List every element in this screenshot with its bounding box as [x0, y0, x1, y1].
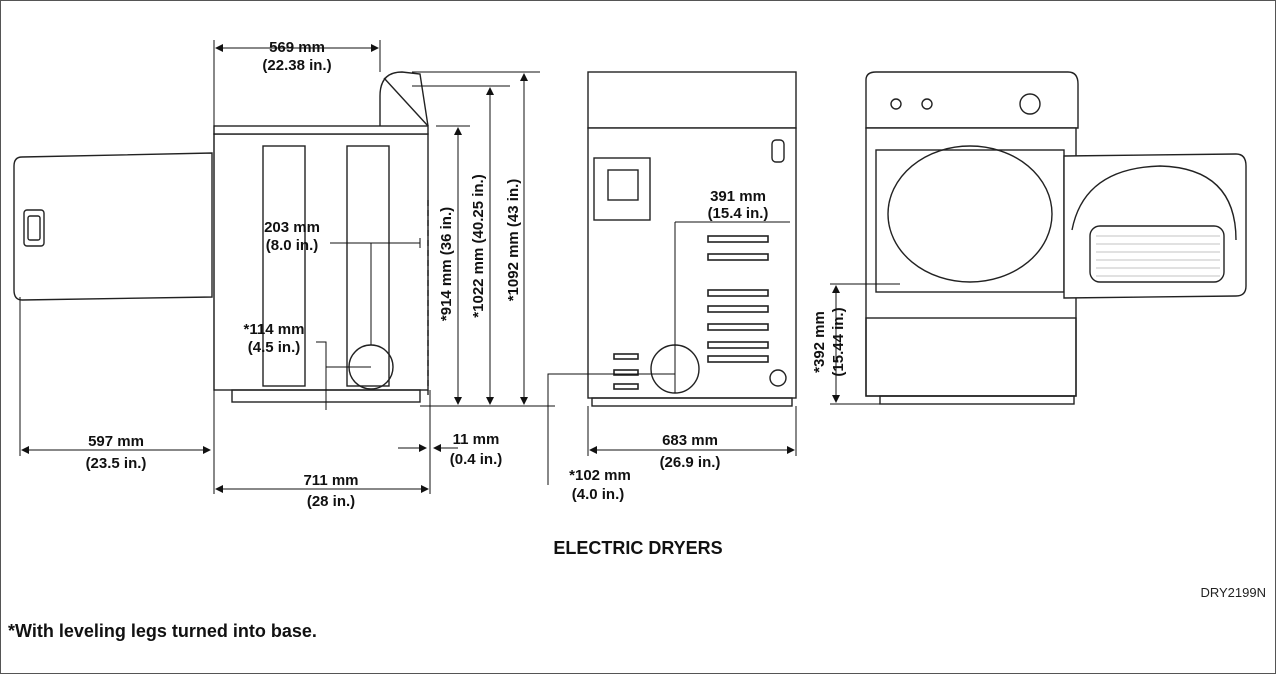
front-view [865, 71, 1247, 405]
dimension-labels: 569 mm (22.38 in.) 597 mm (23.5 in.) 711… [86, 39, 847, 510]
dim-203-mm: 203 mm [264, 219, 320, 236]
dim-11-mm: 11 mm [453, 431, 500, 448]
lint-screen [1089, 225, 1225, 283]
side-body [213, 133, 429, 391]
diagram-caption: ELECTRIC DRYERS [553, 538, 723, 558]
footnote: *With leveling legs turned into base. [8, 621, 317, 641]
front-body [865, 127, 1077, 397]
dim-114-in: (4.5 in.) [248, 339, 301, 356]
dim-1092: *1092 mm (43 in.) [505, 179, 522, 302]
rear-body [587, 127, 797, 399]
dim-683-in: (26.9 in.) [660, 454, 721, 471]
dim-1022: *1022 mm (40.25 in.) [470, 174, 487, 317]
dim-569-mm: 569 mm [269, 39, 325, 56]
control-knob-icon [921, 98, 933, 110]
dim-391-mm: 391 mm [710, 188, 766, 205]
side-door [13, 152, 213, 301]
timer-dial-icon [1019, 93, 1041, 115]
dim-102-mm: *102 mm [569, 467, 631, 484]
dim-203-in: (8.0 in.) [266, 237, 319, 254]
dim-391-in: (15.4 in.) [708, 205, 769, 222]
side-console [379, 71, 429, 127]
dim-102-in: (4.0 in.) [572, 486, 625, 503]
dim-392-mm: *392 mm [811, 311, 828, 373]
dim-597-mm: 597 mm [88, 433, 144, 450]
figure-code: DRY2199N [1200, 585, 1266, 600]
side-view [13, 71, 429, 403]
door-handle-icon [23, 209, 45, 247]
dim-914: *914 mm (36 in.) [438, 207, 455, 321]
dim-711-in: (28 in.) [307, 493, 355, 510]
dim-597-in: (23.5 in.) [86, 455, 147, 472]
drum-opening [887, 145, 1053, 283]
rear-view [587, 71, 797, 407]
dim-114-mm: *114 mm [244, 321, 305, 338]
dim-711-mm: 711 mm [303, 472, 358, 489]
terminal-block [593, 157, 651, 221]
front-console [865, 71, 1079, 129]
dim-683-mm: 683 mm [662, 432, 718, 449]
dim-569-in: (22.38 in.) [262, 57, 331, 74]
dim-11-in: (0.4 in.) [450, 451, 503, 468]
dim-392-in: (15.44 in.) [830, 307, 847, 376]
control-knob-icon [890, 98, 902, 110]
